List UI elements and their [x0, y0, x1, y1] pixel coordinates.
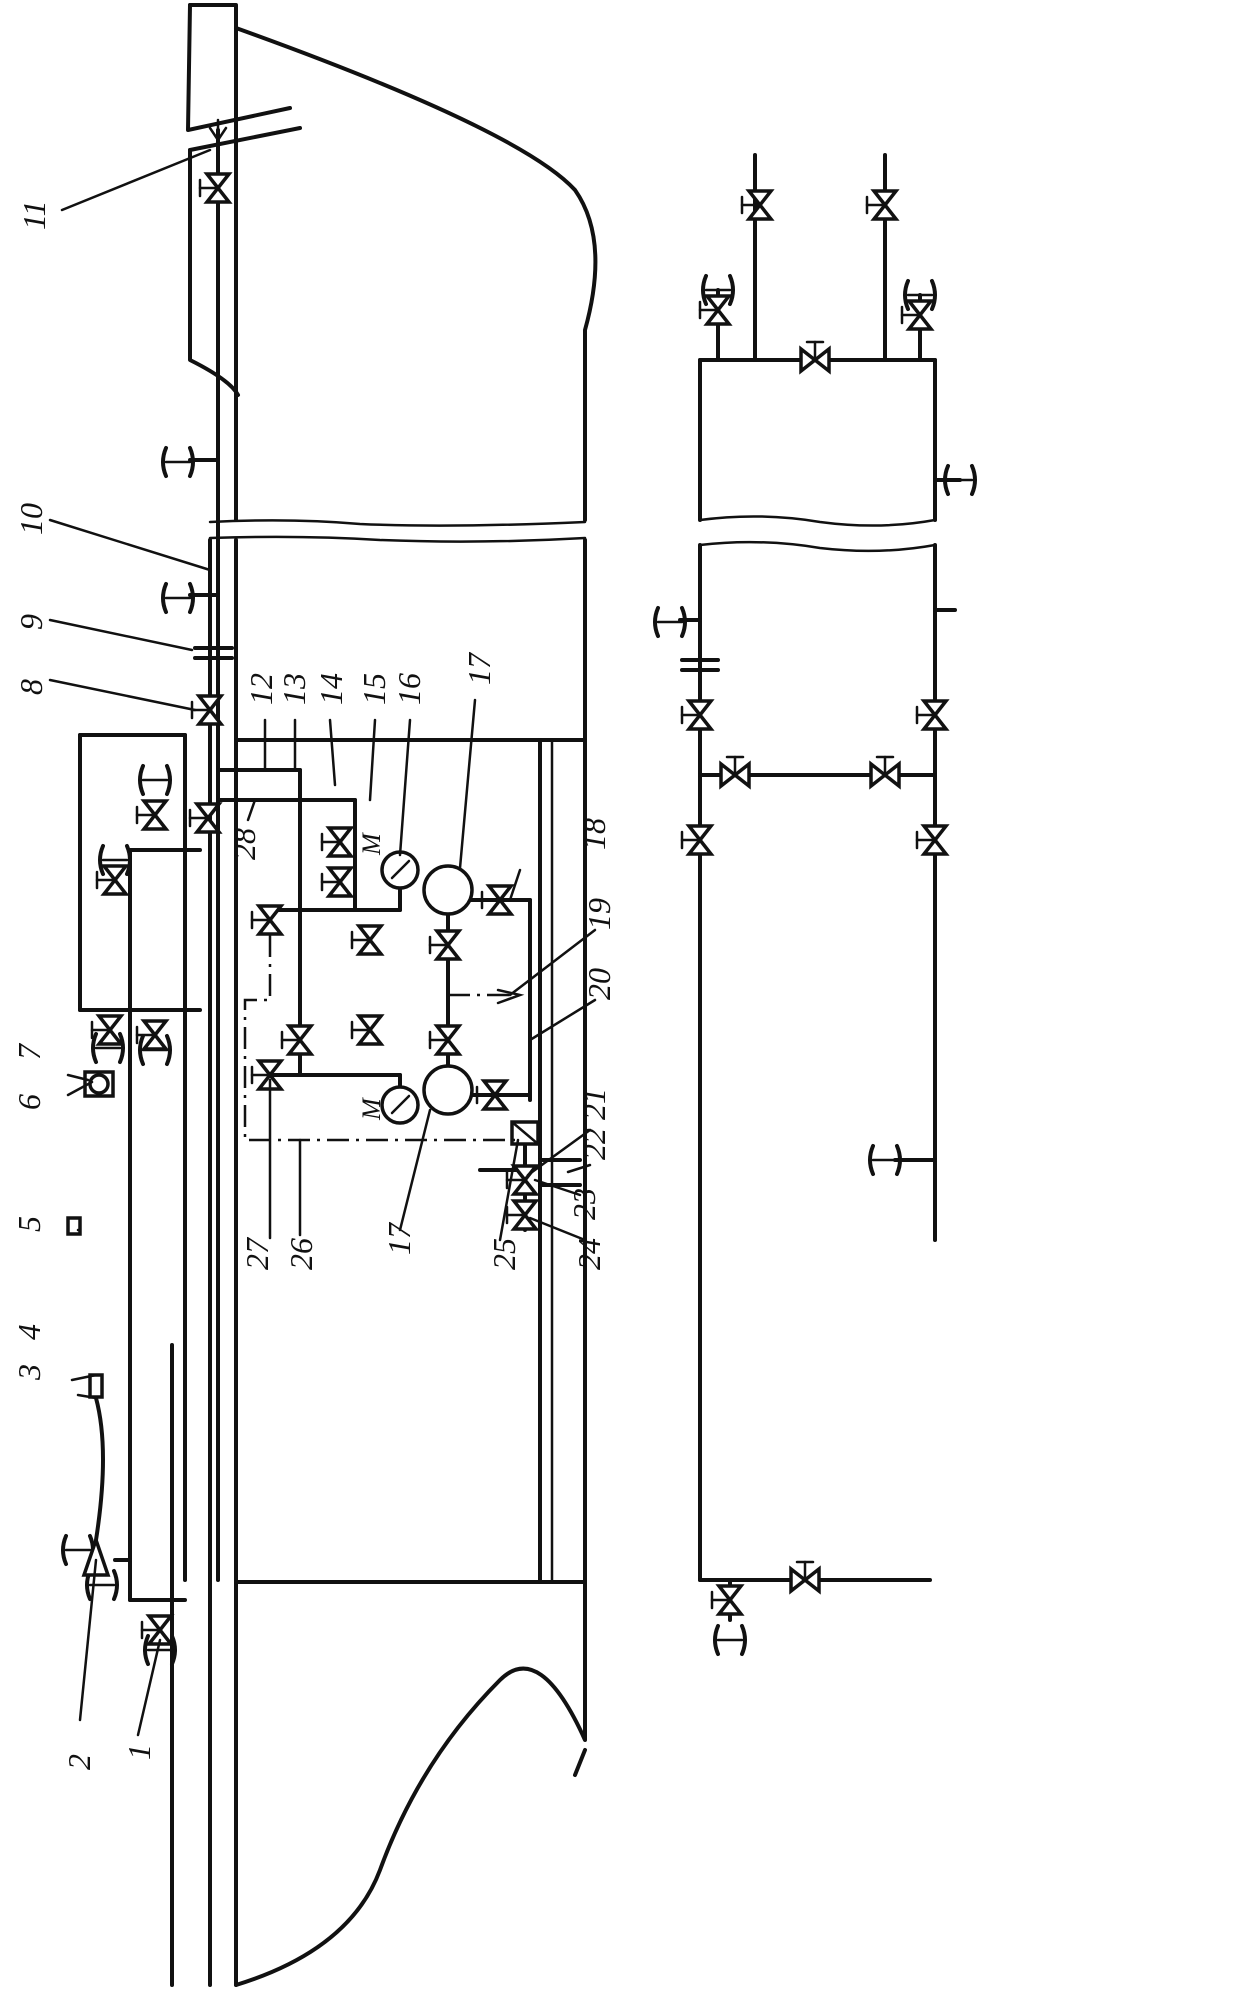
callout-16: 16 — [391, 673, 427, 705]
callout-15: 15 — [356, 673, 392, 705]
callout-5: 5 — [11, 1216, 47, 1232]
callout-23: 23 — [566, 1188, 602, 1220]
callout-2: 2 — [61, 1754, 97, 1770]
gauge-label-lower: M — [357, 1097, 386, 1121]
callout-22: 22 — [576, 1128, 612, 1160]
deck-pipelines — [78, 128, 220, 1602]
callout-28: 28 — [226, 828, 262, 860]
callout-17a: 17 — [461, 651, 497, 685]
gauge-label-upper: M — [357, 832, 386, 856]
callout-21: 21 — [576, 1088, 612, 1120]
callout-8: 8 — [13, 679, 49, 695]
callout-24: 24 — [571, 1238, 607, 1270]
callout-6: 6 — [11, 1094, 47, 1110]
isometric-fittings — [653, 189, 977, 1656]
callout-13: 13 — [276, 673, 312, 705]
callout-1: 1 — [121, 1744, 157, 1760]
callout-19: 19 — [581, 898, 617, 930]
callout-17b: 17 — [381, 1221, 417, 1255]
callout-4: 4 — [11, 1324, 47, 1340]
callout-26: 26 — [283, 1238, 319, 1270]
callout-7: 7 — [11, 1042, 47, 1060]
callout-11: 11 — [16, 200, 52, 230]
callout-18: 18 — [576, 818, 612, 850]
isometric-schematic — [678, 153, 962, 1622]
callout-10: 10 — [13, 503, 49, 535]
callout-27: 27 — [239, 1236, 275, 1270]
callout-12: 12 — [243, 673, 279, 705]
callout-3: 3 — [11, 1364, 47, 1381]
callout-25: 25 — [486, 1238, 522, 1270]
callout-20: 20 — [581, 968, 617, 1000]
pump-room-fittings — [243, 826, 582, 1231]
callout-labels: 1 2 3 4 5 6 7 8 9 10 11 12 13 14 15 16 1… — [11, 200, 617, 1770]
portable-items — [66, 1070, 115, 1577]
deck-fittings — [61, 118, 234, 1666]
leader-lines — [48, 148, 597, 1737]
callout-9: 9 — [13, 614, 49, 630]
callout-14: 14 — [313, 673, 349, 705]
